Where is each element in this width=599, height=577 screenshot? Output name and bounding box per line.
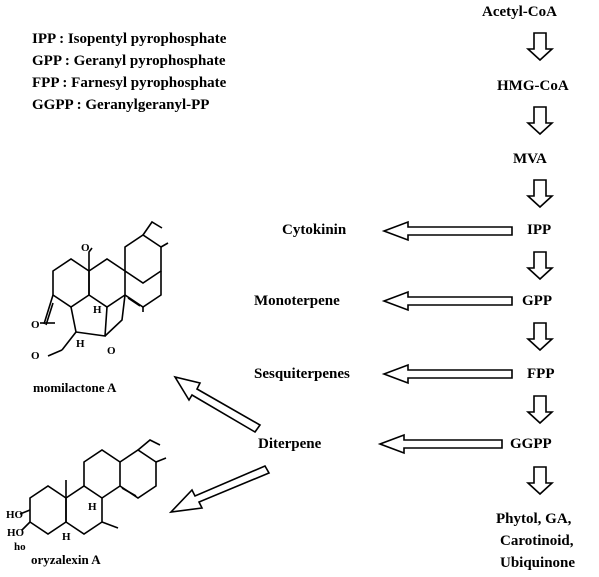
compound-oryzalexin-label: oryzalexin A — [31, 552, 101, 567]
arrow-left-cytokinin — [381, 220, 513, 242]
oryzalexin-atom-h1: H — [88, 501, 97, 513]
branch-cytokinin: Cytokinin — [282, 222, 347, 238]
oryzalexin-atom-ho2: HO — [7, 527, 25, 539]
momilactone-atom-h2: H — [76, 338, 85, 350]
legend-gpp: GPP : Geranyl pyrophosphate — [32, 53, 226, 69]
node-acetyl-coa: Acetyl-CoA — [482, 4, 557, 20]
momilactone-atom-o2: O — [31, 319, 40, 331]
oryzalexin-atom-ho3: ho — [14, 541, 26, 553]
arrow-down-5 — [525, 322, 555, 352]
arrow-down-7 — [525, 466, 555, 496]
arrow-diag-oryzalexin — [168, 464, 271, 514]
arrow-down-1 — [525, 32, 555, 62]
compound-momilactone-label: momilactone A — [33, 380, 117, 395]
arrow-down-6 — [525, 395, 555, 425]
momilactone-atom-o4: O — [107, 345, 116, 357]
end-product-2: Carotinoid, — [500, 533, 574, 549]
node-fpp: FPP — [527, 366, 555, 382]
legend-ggpp: GGPP : Geranylgeranyl-PP — [32, 97, 210, 113]
branch-diterpene: Diterpene — [258, 436, 322, 452]
arrow-down-4 — [525, 251, 555, 281]
node-gpp: GPP — [522, 293, 552, 309]
momilactone-structure — [40, 220, 169, 357]
oryzalexin-atom-h2: H — [62, 531, 71, 543]
arrow-left-monoterpene — [381, 290, 513, 312]
end-product-3: Ubiquinone — [500, 555, 576, 571]
arrow-left-sesquiterpenes — [381, 363, 513, 385]
node-mva: MVA — [513, 151, 547, 167]
oryzalexin-structure — [19, 439, 167, 535]
node-ipp: IPP — [527, 222, 552, 238]
legend-ipp: IPP : Isopentyl pyrophosphate — [32, 31, 227, 47]
end-product-1: Phytol, GA, — [496, 511, 572, 527]
node-hmg-coa: HMG-CoA — [497, 78, 569, 94]
legend-fpp: FPP : Farnesyl pyrophosphate — [32, 75, 227, 91]
arrow-left-diterpene — [377, 433, 503, 455]
branch-sesquiterpenes: Sesquiterpenes — [254, 366, 350, 382]
arrow-down-2 — [525, 106, 555, 136]
branch-monoterpene: Monoterpene — [254, 293, 340, 309]
momilactone-atom-o1: O — [81, 242, 90, 254]
arrow-down-3 — [525, 179, 555, 209]
oryzalexin-atom-ho1: HO — [6, 509, 24, 521]
node-ggpp: GGPP — [510, 436, 552, 452]
arrow-diag-momilactone — [173, 375, 262, 434]
momilactone-atom-o3: O — [31, 350, 40, 362]
momilactone-atom-h1: H — [93, 304, 102, 316]
